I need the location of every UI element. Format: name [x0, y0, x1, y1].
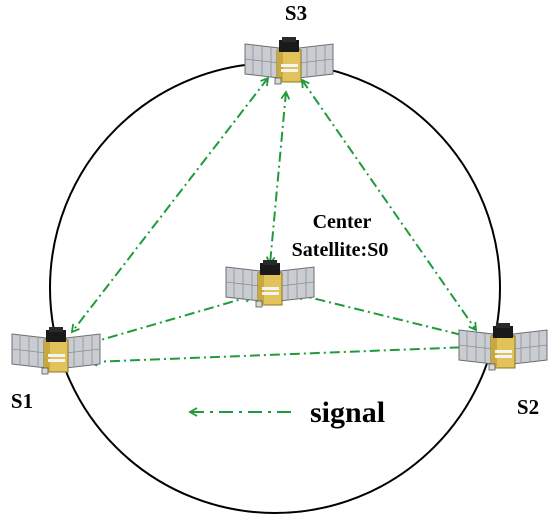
satellite-s3	[244, 36, 334, 85]
label-s1: S1	[11, 389, 33, 413]
center-label-line2: Satellite:S0	[292, 239, 389, 261]
legend: signal	[188, 396, 385, 429]
link-s3-s0	[265, 90, 291, 266]
link-s1-s2	[88, 342, 472, 367]
link-s0-s1	[78, 293, 254, 349]
label-s2: S2	[517, 395, 539, 419]
link-s0-s2	[294, 290, 476, 342]
satellite-s0	[225, 259, 315, 308]
label-s3: S3	[285, 1, 307, 25]
signal-links	[70, 76, 478, 367]
link-s3-s1	[70, 76, 270, 334]
link-s3-s2	[300, 78, 478, 332]
satellite-s2	[458, 322, 548, 371]
center-label-line1: Center	[313, 211, 372, 233]
satellite-s1	[11, 326, 101, 375]
legend-signal-label: signal	[310, 396, 385, 429]
